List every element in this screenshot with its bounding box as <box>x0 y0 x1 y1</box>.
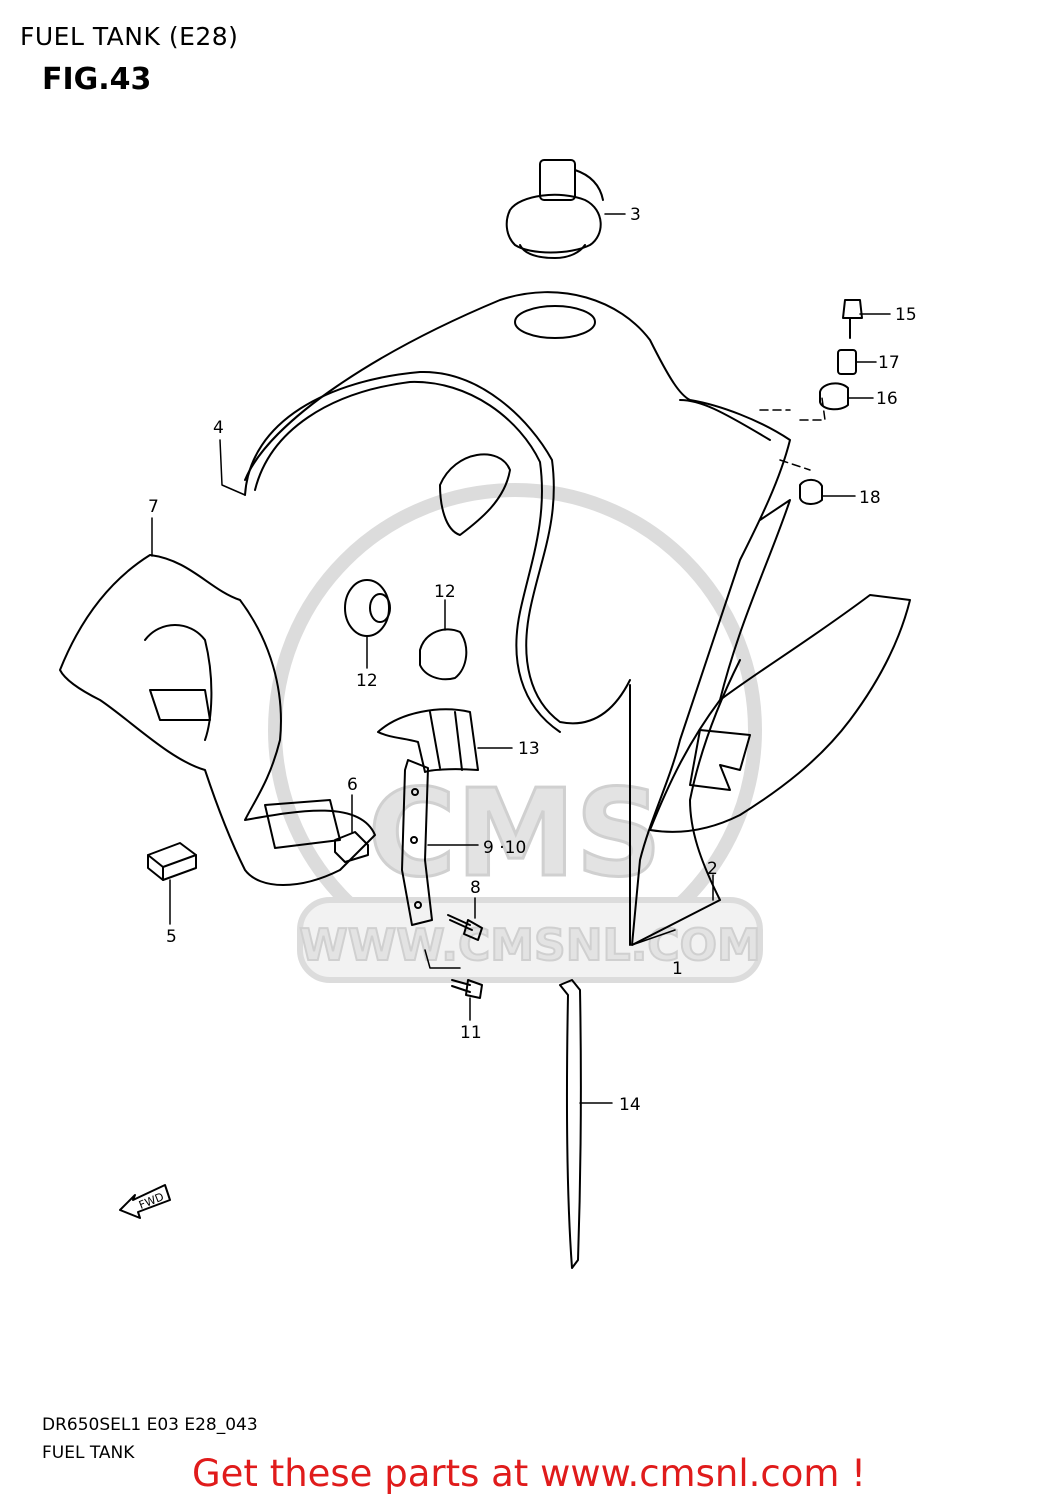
cushion-18 <box>799 478 823 505</box>
forward-arrow-label: FWD <box>137 1190 166 1212</box>
callout-1: 1 <box>672 959 683 979</box>
callout-2: 2 <box>707 859 718 879</box>
bracket <box>401 759 433 926</box>
callout-5: 5 <box>166 927 177 947</box>
promo-link[interactable]: Get these parts at www.cmsnl.com ! <box>191 1452 866 1495</box>
tank-rim <box>254 380 561 733</box>
grommet-left <box>344 579 391 637</box>
callout-15: 15 <box>895 305 917 325</box>
callout-4: 4 <box>213 418 224 438</box>
footer-caption: FUEL TANK <box>42 1443 135 1463</box>
grommet-right <box>419 628 468 681</box>
figure-number: FIG.43 <box>42 62 152 97</box>
cable-tie <box>559 979 582 1269</box>
watermark-brand: CMS <box>368 765 662 904</box>
side-cover-vent <box>264 799 341 849</box>
cushion <box>147 842 197 881</box>
callout-3: 3 <box>630 205 641 225</box>
callout-13: 13 <box>518 739 540 759</box>
parts-diagram: CMS WWW.CMSNL.COM <box>59 159 917 1269</box>
callout-17: 17 <box>878 353 900 373</box>
forward-arrow <box>119 1184 171 1219</box>
filler-neck <box>514 305 596 339</box>
cushion-16 <box>819 382 849 411</box>
model-code: DR650SEL1 E03 E28_043 <box>42 1415 258 1435</box>
callout-12-right: 12 <box>434 582 456 602</box>
leader-lines <box>151 213 891 1104</box>
tank-cushion <box>377 708 479 773</box>
watermark-url: WWW.CMSNL.COM <box>299 920 761 971</box>
watermark-banner <box>297 897 763 983</box>
tank-shroud <box>649 499 911 833</box>
tank-mount-tab <box>679 399 771 441</box>
callout-6: 6 <box>347 775 358 795</box>
callout-11: 11 <box>460 1023 482 1043</box>
bolt-15 <box>842 299 863 339</box>
callout-9-10: 9 ·10 <box>483 838 526 858</box>
callout-16: 16 <box>876 389 898 409</box>
callout-7: 7 <box>148 497 159 517</box>
callout-18: 18 <box>859 488 881 508</box>
bolt-11 <box>451 979 483 999</box>
collar-17 <box>837 349 857 375</box>
shroud-logo <box>689 729 751 791</box>
page-title: FUEL TANK (E28) <box>20 22 239 51</box>
callout-labels: 1 2 3 4 5 6 7 8 9 ·10 11 12 12 13 14 15 … <box>137 205 917 1212</box>
tank-recess <box>439 453 511 536</box>
fuel-cap <box>505 159 604 259</box>
fuel-tank-body <box>244 291 791 946</box>
cushion-small <box>334 831 369 863</box>
callout-14: 14 <box>619 1095 641 1115</box>
callout-8: 8 <box>470 878 481 898</box>
callout-12-left: 12 <box>356 671 378 691</box>
fuel-tank-inner-contour <box>244 370 631 725</box>
side-cover <box>59 554 376 886</box>
bolt-8 <box>447 914 483 941</box>
watermark: CMS WWW.CMSNL.COM <box>268 483 763 983</box>
